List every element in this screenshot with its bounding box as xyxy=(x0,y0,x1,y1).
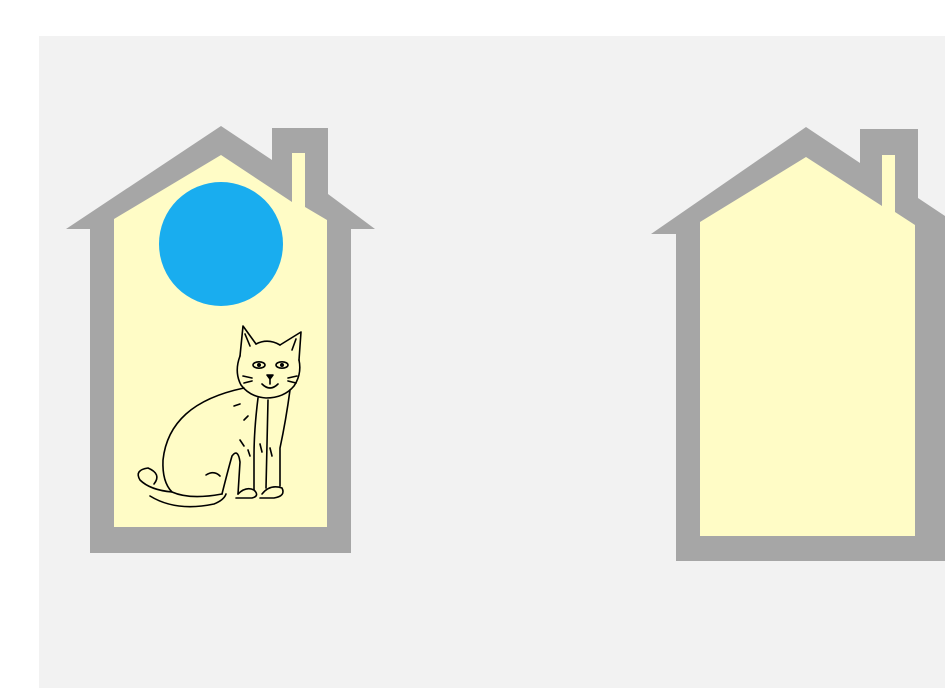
right-house xyxy=(651,127,945,561)
ball-icon[interactable] xyxy=(159,182,283,306)
left-house xyxy=(66,126,375,553)
right-house-interior xyxy=(700,155,915,536)
